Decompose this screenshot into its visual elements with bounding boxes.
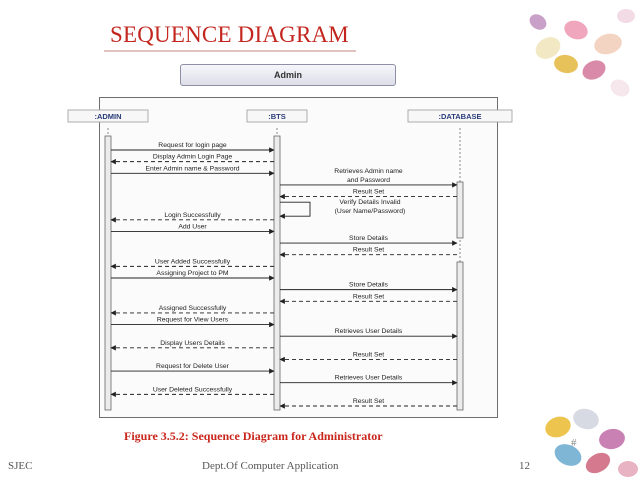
lifeline-label-database: :DATABASE <box>438 112 481 121</box>
activation-bar-database <box>456 181 464 239</box>
message-label: Display Admin Login Page <box>153 154 233 161</box>
candy-eggs-top-right-decoration <box>529 9 635 97</box>
footer-department: Dept.Of Computer Application <box>202 460 339 472</box>
title-underline <box>104 50 356 52</box>
message-label: Request for Delete User <box>156 363 230 370</box>
message-self-arrow <box>279 201 311 219</box>
diagram-frame <box>99 97 498 418</box>
message-label: Result Set <box>353 293 384 300</box>
message-label: User Deleted Successfully <box>153 386 233 393</box>
actor-label: Admin <box>180 64 396 86</box>
activation-bar-admin <box>104 135 112 411</box>
message-label: and Password <box>347 177 390 184</box>
message-label: Result Set <box>353 398 384 405</box>
figure-caption: Figure 3.5.2: Sequence Diagram for Admin… <box>124 429 383 443</box>
slide-title: SEQUENCE DIAGRAM <box>110 22 349 47</box>
message-label: User Added Successfully <box>155 258 231 265</box>
message-label: Add User <box>178 223 207 230</box>
message-label: Assigning Project to PM <box>156 270 228 277</box>
message-label: Request for login page <box>158 142 227 149</box>
message-label: Display Users Details <box>160 340 225 347</box>
message-label: Enter Admin name & Password <box>145 165 239 172</box>
message-label: Assigned Successfully <box>159 305 227 312</box>
message-label: Login Successfully <box>164 212 221 219</box>
activation-bar-database <box>456 261 464 411</box>
message-label: Store Details <box>349 282 389 289</box>
message-label: Retrieves Admin name <box>334 168 403 175</box>
slide-number-placeholder: # <box>571 437 577 449</box>
candy-eggs-bottom-right-decoration <box>545 408 638 477</box>
message-label: Result Set <box>353 351 384 358</box>
message-label: (User Name/Password) <box>335 208 406 215</box>
lifeline-head-admin <box>67 109 149 123</box>
message-label: Store Details <box>349 235 389 242</box>
message-label: Retrieves User Details <box>335 375 403 382</box>
message-label: Result Set <box>353 247 384 254</box>
slide-number: 12 <box>519 460 530 472</box>
lifeline-label-bts: :BTS <box>268 112 286 121</box>
lifeline-label-admin: :ADMIN <box>94 112 121 121</box>
footer-institution: SJEC <box>8 460 33 472</box>
lifeline-head-bts <box>246 109 308 123</box>
lifeline-head-database <box>407 109 513 123</box>
message-label: Verify Details Invalid <box>339 199 400 206</box>
message-label: Request for View Users <box>157 317 229 324</box>
message-label: Result Set <box>353 189 384 196</box>
activation-bar-bts <box>273 135 281 411</box>
message-label: Retrieves User Details <box>335 328 403 335</box>
